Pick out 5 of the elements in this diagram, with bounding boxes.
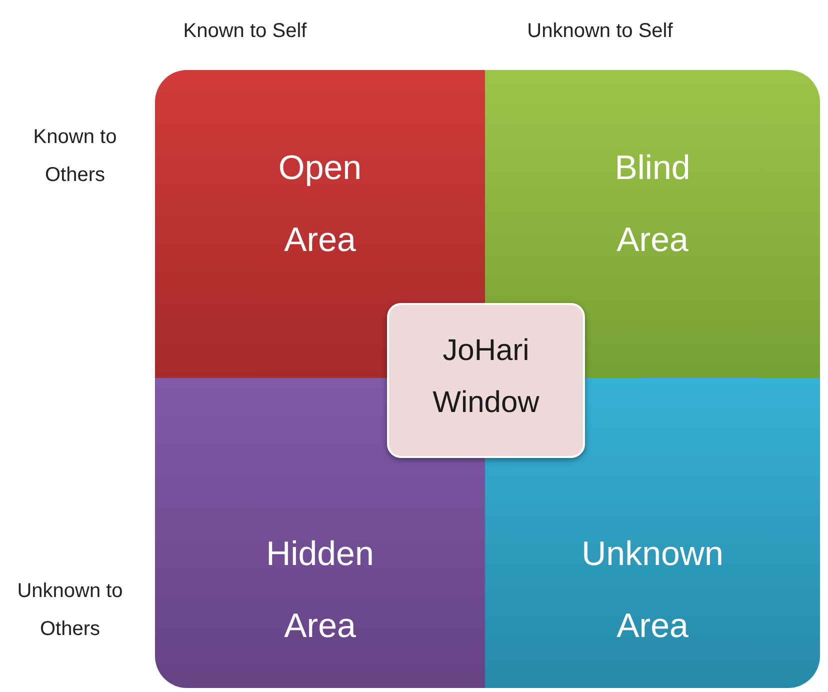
axis-label: Unknown to Self <box>526 19 674 44</box>
axis-label: Known to Self <box>182 19 308 44</box>
axis-label: Unknown to Others <box>16 579 124 642</box>
center-box: JoHari Window <box>387 303 585 458</box>
axis-label: Known to Others <box>32 125 118 188</box>
